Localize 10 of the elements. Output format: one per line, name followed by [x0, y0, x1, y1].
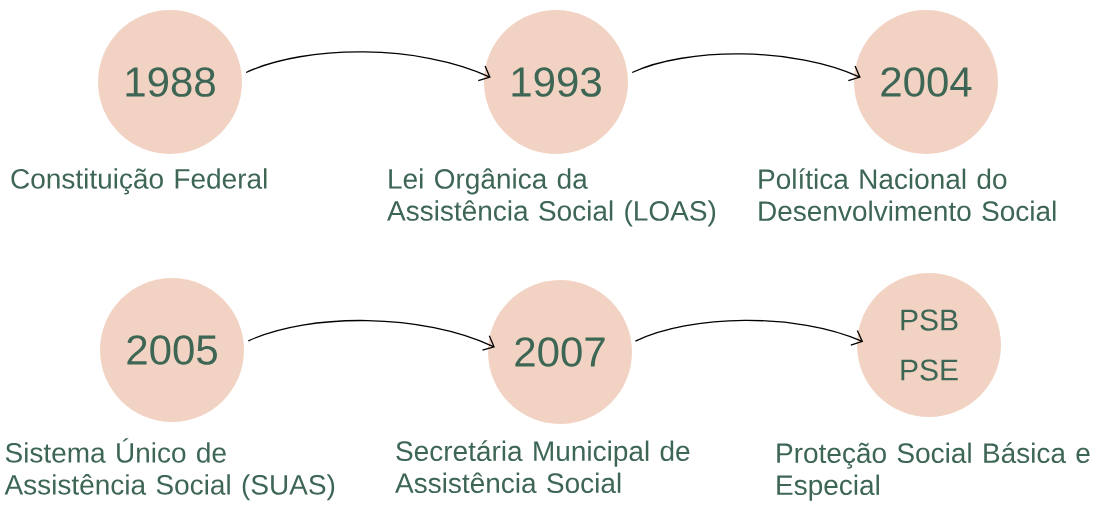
node-label: Constituição Federal: [11, 168, 267, 195]
node-label: Lei Orgânica da Assistência Social (LOAS): [387, 168, 716, 227]
curved-arrow: [245, 51, 491, 82]
curved-arrow: [634, 319, 864, 346]
curved-arrow: [631, 53, 861, 82]
node-label: Sistema Único de Assistência Social (SUAS): [4, 438, 335, 501]
node-label: Proteção Social Básica e Especial: [777, 442, 1090, 501]
node-label: Política Nacional do Desenvolvimento Social: [759, 168, 1056, 222]
node-label: Secretária Municipal de Assistência Social: [395, 440, 690, 494]
curved-arrow: [247, 319, 495, 351]
